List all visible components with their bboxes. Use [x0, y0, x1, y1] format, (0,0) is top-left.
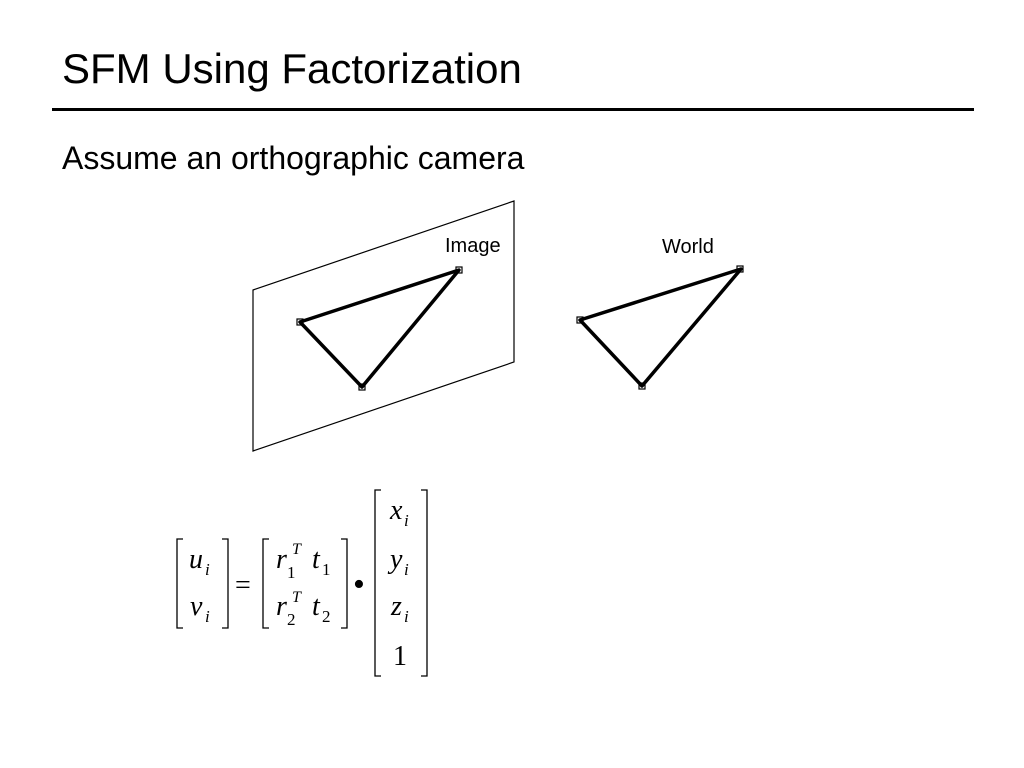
y-subscript: i — [404, 560, 409, 579]
image-label: Image — [445, 235, 501, 257]
image-vertex — [455, 266, 463, 274]
bracket-right — [421, 489, 428, 677]
slide-subtitle: Assume an orthographic camera — [62, 140, 525, 176]
bracket-right — [222, 538, 229, 629]
bracket-left — [176, 538, 183, 629]
r2-superscript: T — [292, 589, 302, 606]
title-divider — [52, 108, 974, 111]
v-subscript: i — [205, 607, 210, 626]
slide-title: SFM Using Factorization — [62, 45, 522, 92]
world-vertex — [576, 316, 584, 324]
r1-symbol: r — [276, 544, 287, 575]
t2-subscript: 2 — [322, 607, 331, 626]
equals-sign: = — [235, 570, 251, 601]
r1-subscript: 1 — [287, 563, 296, 582]
z-symbol: z — [390, 591, 402, 622]
one-entry: 1 — [393, 641, 407, 672]
r1-superscript: T — [292, 541, 302, 558]
t1-symbol: t — [312, 544, 321, 575]
r2-symbol: r — [276, 591, 287, 622]
x-subscript: i — [404, 511, 409, 530]
x-symbol: x — [389, 495, 403, 526]
v-symbol: v — [190, 591, 203, 622]
z-subscript: i — [404, 607, 409, 626]
image-vertex — [296, 318, 304, 326]
u-symbol: u — [189, 544, 203, 575]
world-triangle — [578, 267, 743, 388]
image-vertex — [358, 383, 366, 391]
world-vertex — [638, 382, 646, 390]
dot-operator: • — [353, 566, 365, 603]
t2-symbol: t — [312, 591, 321, 622]
image-triangle — [298, 268, 461, 389]
image-plane — [252, 200, 515, 452]
y-symbol: y — [387, 544, 403, 575]
u-subscript: i — [205, 560, 210, 579]
bracket-left — [262, 538, 269, 629]
projection-equation — [176, 489, 428, 677]
r2-subscript: 2 — [287, 610, 296, 629]
bracket-left — [374, 489, 381, 677]
world-vertex — [736, 265, 744, 273]
world-label: World — [662, 236, 714, 258]
t1-subscript: 1 — [322, 560, 331, 579]
bracket-right — [341, 538, 348, 629]
